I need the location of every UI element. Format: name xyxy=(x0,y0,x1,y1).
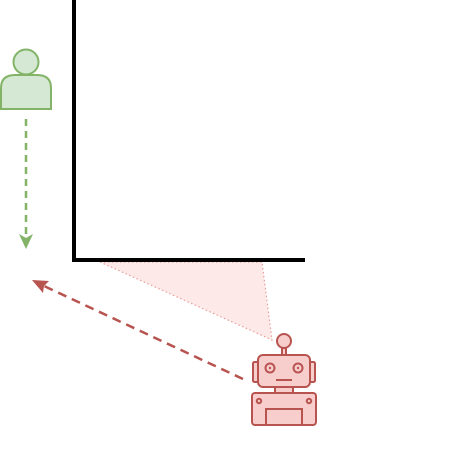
person-icon xyxy=(0,48,52,110)
sensor-field-of-view xyxy=(99,261,273,341)
robot-motion-arrow xyxy=(32,280,244,381)
person-motion-arrow xyxy=(19,119,33,249)
wall xyxy=(72,0,305,262)
robot-icon xyxy=(251,333,317,426)
